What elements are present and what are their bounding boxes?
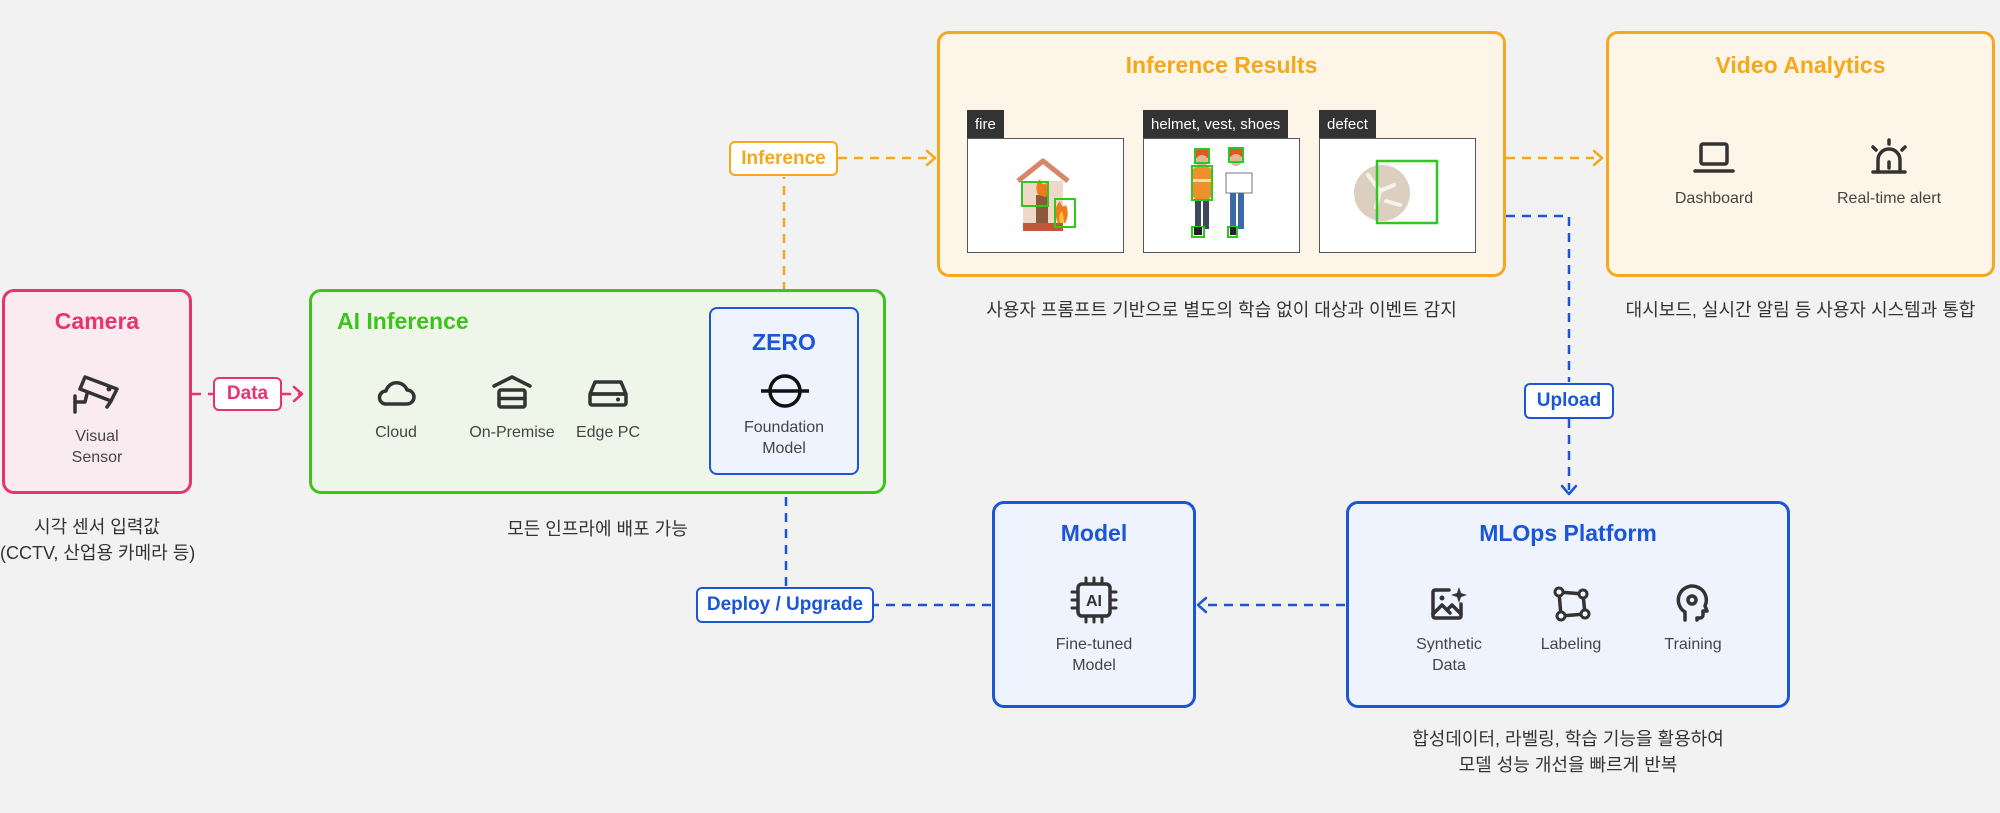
synthetic-data-line-2: Data [1432,657,1466,674]
fire-thumbnail [967,138,1124,253]
mlops-caption-line-1: 합성데이터, 라벨링, 학습 기능을 활용하여 [1412,729,1724,749]
upload-pill: Upload [1524,383,1614,419]
model-card: Model AI Fine-tuned Model [992,501,1196,708]
fire-tag: fire [967,110,1004,138]
brain-gear-icon [1676,584,1709,622]
foundation-model-line-1: Foundation [743,419,825,436]
labeling-item: Labeling [1516,584,1626,655]
defect-tag: defect [1319,110,1376,138]
inference-results-caption: 사용자 프롬프트 기반으로 별도의 학습 없이 대상과 이벤트 감지 [986,300,1457,320]
ai-inference-title: AI Inference [337,308,469,334]
dashboard-item: Dashboard [1649,138,1779,209]
mlops-caption-line-2: 모델 성능 개선을 빠르게 반복 [1458,755,1678,775]
visual-sensor-label-2: Sensor [71,449,123,466]
model-title: Model [1060,520,1128,546]
data-pill: Data [213,377,282,411]
fine-tuned-model-item: AI Fine-tuned Model [995,576,1193,676]
on-premise-label: On-Premise [469,424,555,441]
video-analytics-caption: 대시보드, 실시간 알림 등 사용자 시스템과 통합 [1625,300,1976,320]
results-to-upload-line [1506,214,1571,382]
ai-inference-caption: 모든 인프라에 배포 가능 [507,519,688,539]
mlops-platform-title: MLOps Platform [1479,520,1657,546]
camera-title: Camera [54,308,140,334]
foundation-model-line-2: Model [762,440,806,457]
fine-tuned-model-line-1: Fine-tuned [1055,636,1133,653]
labeling-label: Labeling [1540,636,1602,653]
arrowhead-ai [292,385,304,403]
synthetic-data-line-1: Synthetic [1416,636,1482,653]
arrowhead-analytics [1592,149,1604,167]
inference-results-card: Inference Results fire helmet, vest, sho… [937,31,1506,277]
workers-thumbnail [1143,138,1300,253]
workers-image [1191,147,1253,238]
arrowhead-results [925,149,937,167]
mlops-caption: 합성데이터, 라벨링, 학습 기능을 활용하여 모델 성능 개선을 빠르게 반복 [1346,726,1790,778]
mlops-platform-card: MLOps Platform Synthetic Data [1346,501,1790,708]
camera-caption-line-1: 시각 센서 입력값 [34,517,160,537]
ai-chip-text: AI [1086,593,1102,610]
training-item: Training [1638,584,1748,655]
dashboard-label: Dashboard [1674,190,1754,207]
sparkle-image-icon [1431,587,1467,620]
video-analytics-card: Video Analytics Dashboard Real-time aler… [1606,31,1995,277]
cracked-surface-image [1354,159,1439,225]
deploy-upgrade-pill: Deploy / Upgrade [696,587,874,623]
camera-caption-line-2: (CCTV, 산업용 카메라 등) [0,543,196,563]
edge-pc-label: Edge PC [575,424,641,441]
burning-house-image [1016,158,1076,231]
cloud-item: Cloud [338,372,454,443]
training-label: Training [1664,636,1722,653]
synthetic-data-item: Synthetic Data [1394,584,1504,676]
zero-title: ZERO [752,329,816,355]
ai-chip-icon: AI [1070,576,1118,624]
camera-caption: 시각 센서 입력값 (CCTV, 산업용 카메라 등) [0,514,196,566]
arrowhead-model [1196,596,1208,614]
foundation-model-label: Foundation Model [711,417,857,459]
inference-pill: Inference [729,141,838,176]
hard-drive-icon [588,380,628,407]
zero-logo-icon [761,374,809,408]
arrowhead-mlops [1560,484,1578,496]
inference-results-title: Inference Results [1125,52,1318,78]
zero-card: ZERO Foundation Model [709,307,859,475]
real-time-alert-label: Real-time alert [1836,190,1942,207]
video-analytics-title: Video Analytics [1715,52,1886,78]
camera-card: Camera Visual Sensor [2,289,192,494]
polygon-label-icon [1553,586,1591,622]
defect-thumbnail [1319,138,1476,253]
siren-icon [1871,138,1907,174]
laptop-icon [1693,142,1735,173]
edge-pc-item: Edge PC [550,372,666,443]
visual-sensor-label-1: Visual [75,428,119,445]
cctv-camera-icon [73,375,119,414]
cloud-label: Cloud [375,424,417,441]
fine-tuned-model-line-2: Model [1072,657,1116,674]
warehouse-icon [492,375,532,409]
cloud-icon [377,381,416,406]
real-time-alert-item: Real-time alert [1814,138,1964,209]
helmet-vest-shoes-tag: helmet, vest, shoes [1143,110,1289,138]
visual-sensor-item: Visual Sensor [5,372,189,468]
on-premise-item: On-Premise [442,372,582,443]
